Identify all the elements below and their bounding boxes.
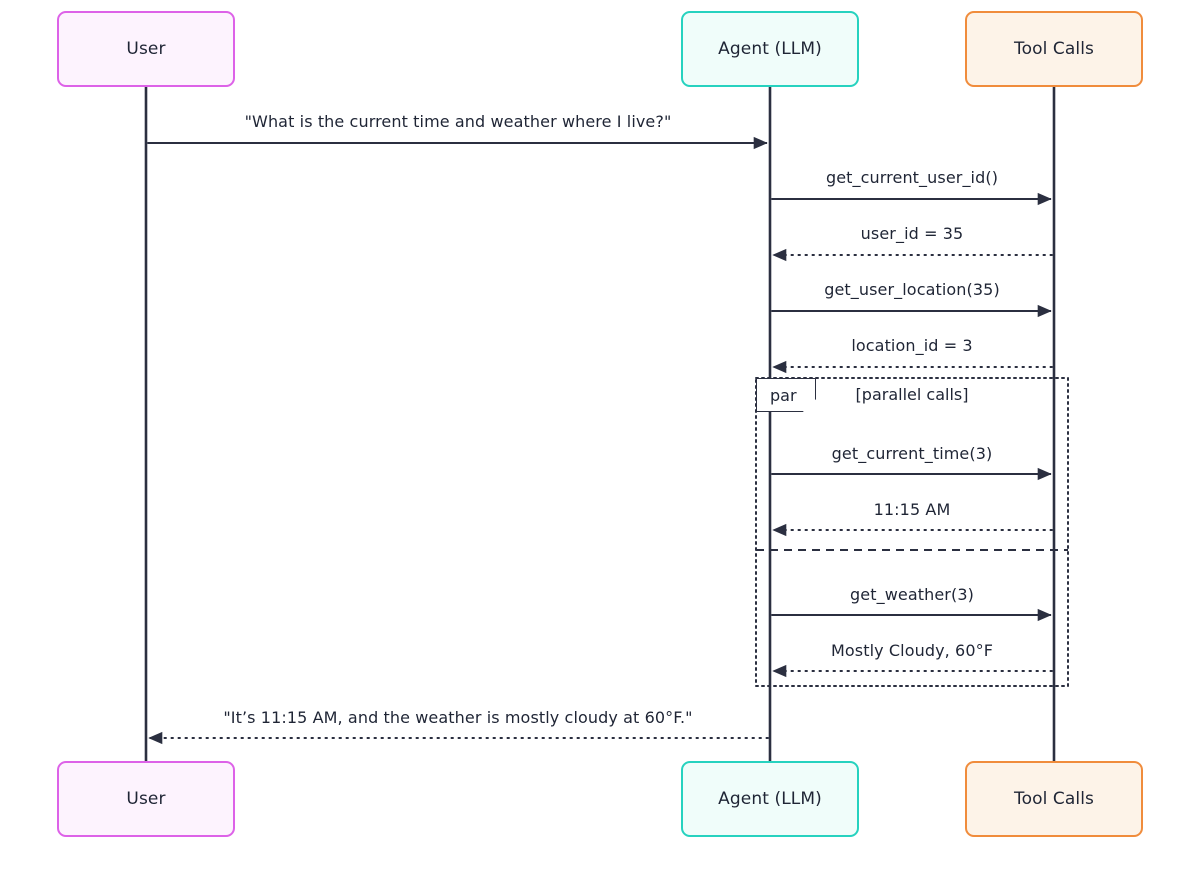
actor-box-tools-bottom[interactable]: Tool Calls (965, 761, 1143, 837)
message-label-1: get_current_user_id() (825, 168, 999, 187)
actor-box-tools-top[interactable]: Tool Calls (965, 11, 1143, 87)
message-label-3: get_user_location(35) (824, 280, 1000, 299)
message-arrows-group (147, 136, 1053, 745)
message-label-5: get_current_time(3) (831, 444, 993, 463)
actor-label-user-top: User (126, 39, 166, 59)
message-label-0: "What is the current time and weather wh… (244, 112, 672, 131)
fragment-operator-tag: par (756, 378, 816, 412)
fragment-operator-label: par (770, 385, 797, 405)
actor-box-user-top[interactable]: User (57, 11, 235, 87)
lifelines-group (144, 87, 1056, 761)
actor-box-agent-bottom[interactable]: Agent (LLM) (681, 761, 859, 837)
message-label-6: 11:15 AM (873, 500, 951, 519)
actor-label-agent-bottom: Agent (LLM) (718, 789, 822, 809)
par-fragment-border (755, 377, 1069, 687)
actor-label-tools-top: Tool Calls (1013, 39, 1094, 59)
actor-label-tools-bottom: Tool Calls (1013, 789, 1094, 809)
actor-box-agent-top[interactable]: Agent (LLM) (681, 11, 859, 87)
message-label-2: user_id = 35 (860, 224, 964, 243)
actor-label-agent-top: Agent (LLM) (718, 39, 822, 59)
par-fragment-group (755, 377, 1069, 687)
message-label-4: location_id = 3 (851, 336, 973, 355)
actor-box-user-bottom[interactable]: User (57, 761, 235, 837)
fragment-condition-label: [parallel calls] (855, 385, 969, 404)
actor-label-user-bottom: User (126, 789, 166, 809)
message-label-7: get_weather(3) (850, 585, 974, 604)
message-label-8: Mostly Cloudy, 60°F (830, 641, 994, 660)
message-label-9: "It’s 11:15 AM, and the weather is mostl… (223, 708, 693, 727)
